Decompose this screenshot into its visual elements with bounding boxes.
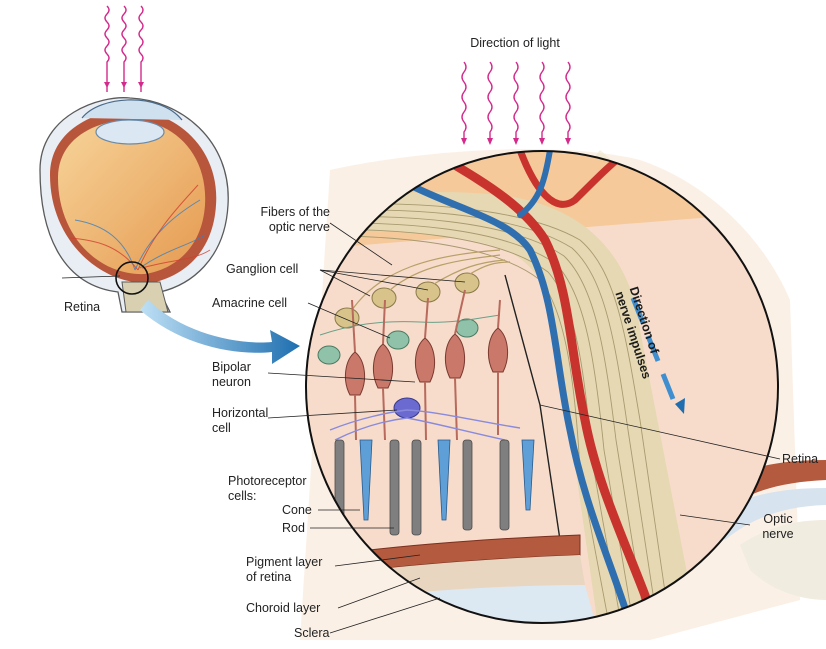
label-retina-right: Retina <box>782 452 818 467</box>
label-ganglion-cell: Ganglion cell <box>226 262 298 277</box>
label-retina-small: Retina <box>64 300 100 315</box>
small-eye <box>40 6 228 312</box>
label-rod: Rod <box>282 521 305 536</box>
label-direction-of-light: Direction of light <box>440 36 590 51</box>
label-cone: Cone <box>282 503 312 518</box>
light-arrows-small <box>105 6 143 92</box>
label-amacrine-cell: Amacrine cell <box>212 296 287 311</box>
label-choroid-layer: Choroid layer <box>246 601 320 616</box>
light-arrows-large <box>462 62 570 138</box>
label-sclera: Sclera <box>294 626 329 641</box>
